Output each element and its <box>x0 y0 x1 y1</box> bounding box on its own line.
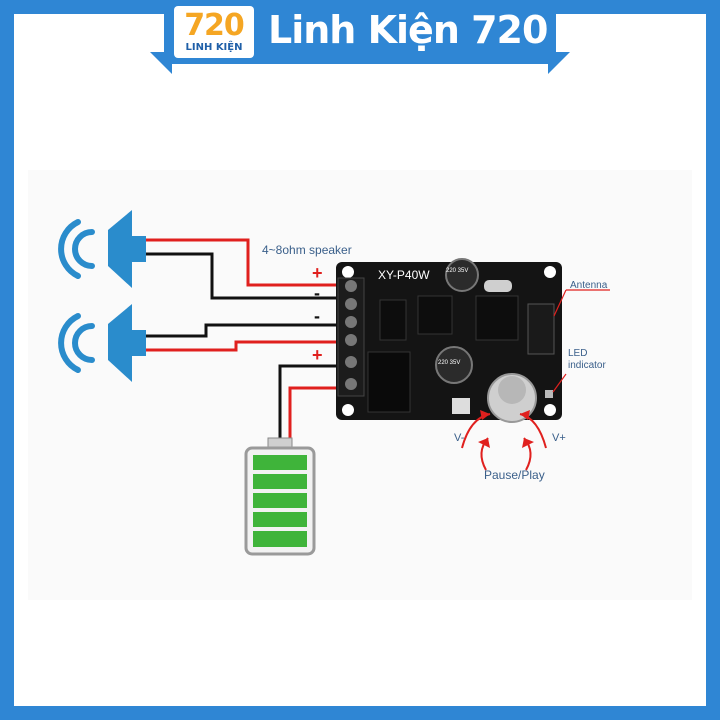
v-minus-label: V- <box>454 432 465 444</box>
brand-logo: 720 LINH KIỆN <box>174 6 254 58</box>
pause-play-label: Pause/Play <box>484 468 545 482</box>
capacitor-marking: 220 35V <box>438 360 461 366</box>
terminal-sign: + <box>312 345 323 365</box>
logo-number: 720 <box>184 8 245 43</box>
brand-title: Linh Kiện 720 <box>268 8 548 52</box>
wire-black <box>146 252 348 300</box>
speaker-icon <box>58 304 146 382</box>
speaker-label: 4~8ohm speaker <box>262 243 352 257</box>
wire-black <box>278 364 348 445</box>
terminal-sign: - <box>314 306 320 326</box>
antenna-label: Antenna <box>570 280 608 291</box>
v-plus-label: V+ <box>552 432 566 444</box>
wire-red <box>146 340 348 352</box>
led-pointer-line <box>552 373 567 393</box>
led-label-line1: LED <box>568 348 588 359</box>
board-name: XY-P40W <box>378 268 430 282</box>
amplifier-board <box>336 258 562 423</box>
antenna-pointer-line <box>553 289 567 317</box>
battery-icon <box>244 437 316 556</box>
speaker-icon <box>58 210 146 288</box>
terminal-sign: - <box>314 283 320 303</box>
led-label-line2: indicator <box>568 360 606 371</box>
wire-black <box>146 323 348 338</box>
wire-red <box>146 238 348 287</box>
wire-red <box>288 386 348 445</box>
capacitor-marking: 220 35V <box>446 268 469 274</box>
terminal-sign: + <box>312 263 323 283</box>
logo-subtitle: LINH KIỆN <box>185 42 243 53</box>
